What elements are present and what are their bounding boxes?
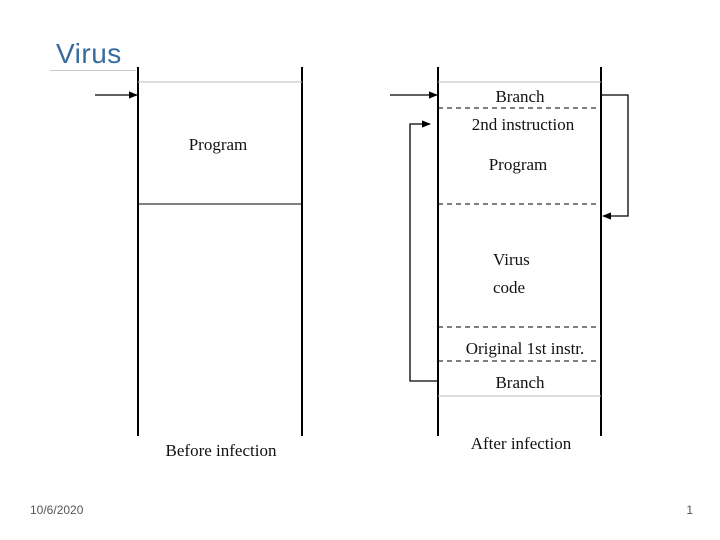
before-program-label: Program [189,135,248,154]
after-branch-top-label: Branch [495,87,545,106]
after-infection-memory: Branch 2nd instruction Program Virus cod… [390,67,629,453]
title-underline [50,70,136,71]
branch-to-virus-arrow [601,94,629,220]
footer-date: 10/6/2020 [30,503,84,517]
branch-back-arrow [409,120,437,382]
after-virus-label-line2: code [493,278,525,297]
before-infection-memory: Program Before infection [95,67,303,460]
after-virus-label-line1: Virus [493,250,530,269]
after-original-instr-label: Original 1st instr. [466,339,585,358]
after-program-label: Program [489,155,548,174]
footer-page-number: 1 [686,503,693,517]
before-infection-caption: Before infection [166,441,277,460]
after-branch-bottom-label: Branch [495,373,545,392]
after-second-instruction-label: 2nd instruction [472,115,575,134]
slide-title: Virus [56,38,122,69]
after-infection-caption: After infection [471,434,572,453]
